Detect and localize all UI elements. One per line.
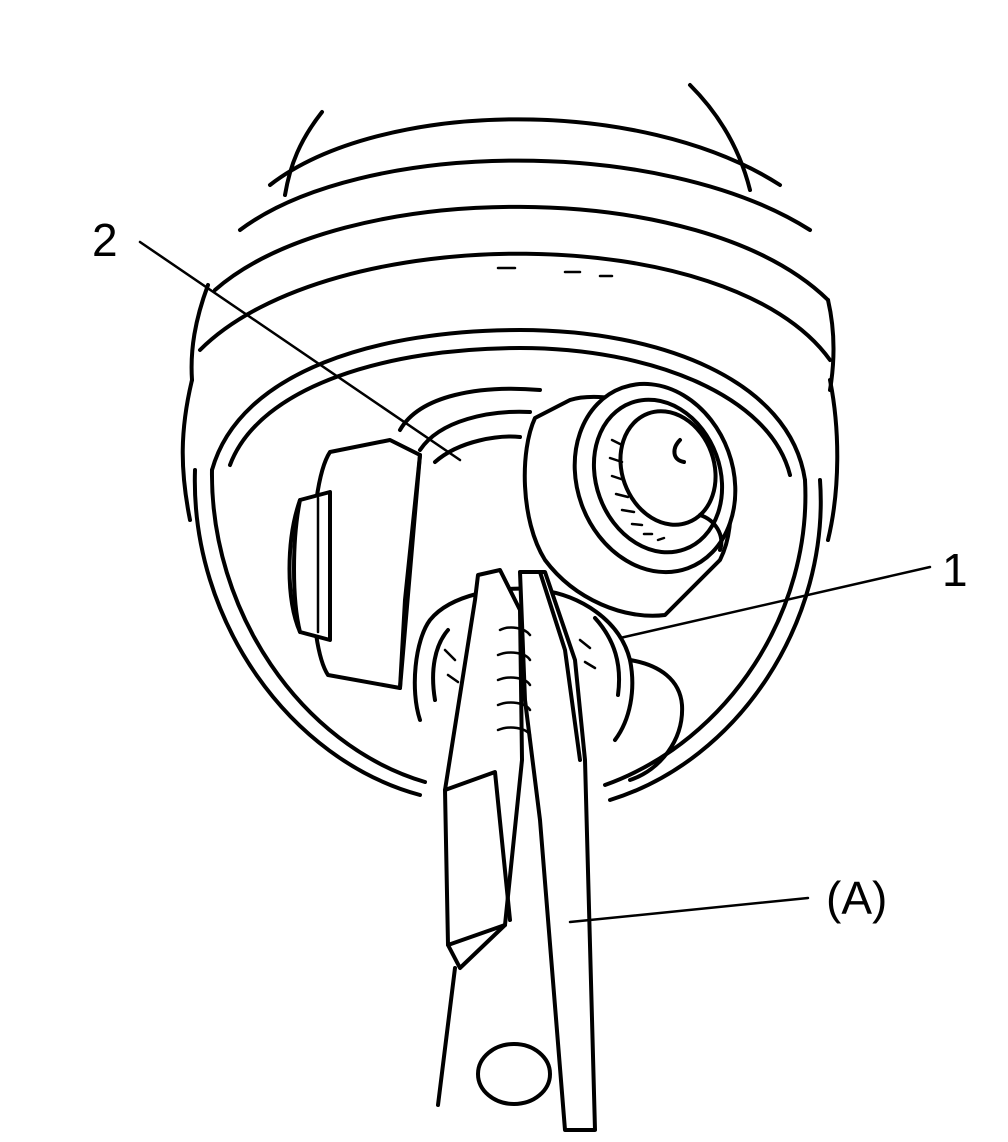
leader-lines	[138, 240, 932, 924]
callout-label-2: 2	[92, 214, 118, 266]
callouts: 2 1 (A)	[92, 214, 968, 924]
outer-race	[192, 266, 823, 802]
left-roller	[287, 438, 422, 690]
callout-label-1: 1	[942, 544, 968, 596]
boot-housing	[180, 83, 840, 542]
leader-line-1	[618, 565, 932, 640]
callout-label-a: (A)	[826, 872, 887, 924]
leader-line-a	[568, 896, 810, 924]
spider-hub	[398, 386, 542, 464]
leader-line-2	[138, 240, 462, 462]
right-roller	[522, 381, 738, 618]
snap-ring-pliers	[436, 568, 597, 1132]
